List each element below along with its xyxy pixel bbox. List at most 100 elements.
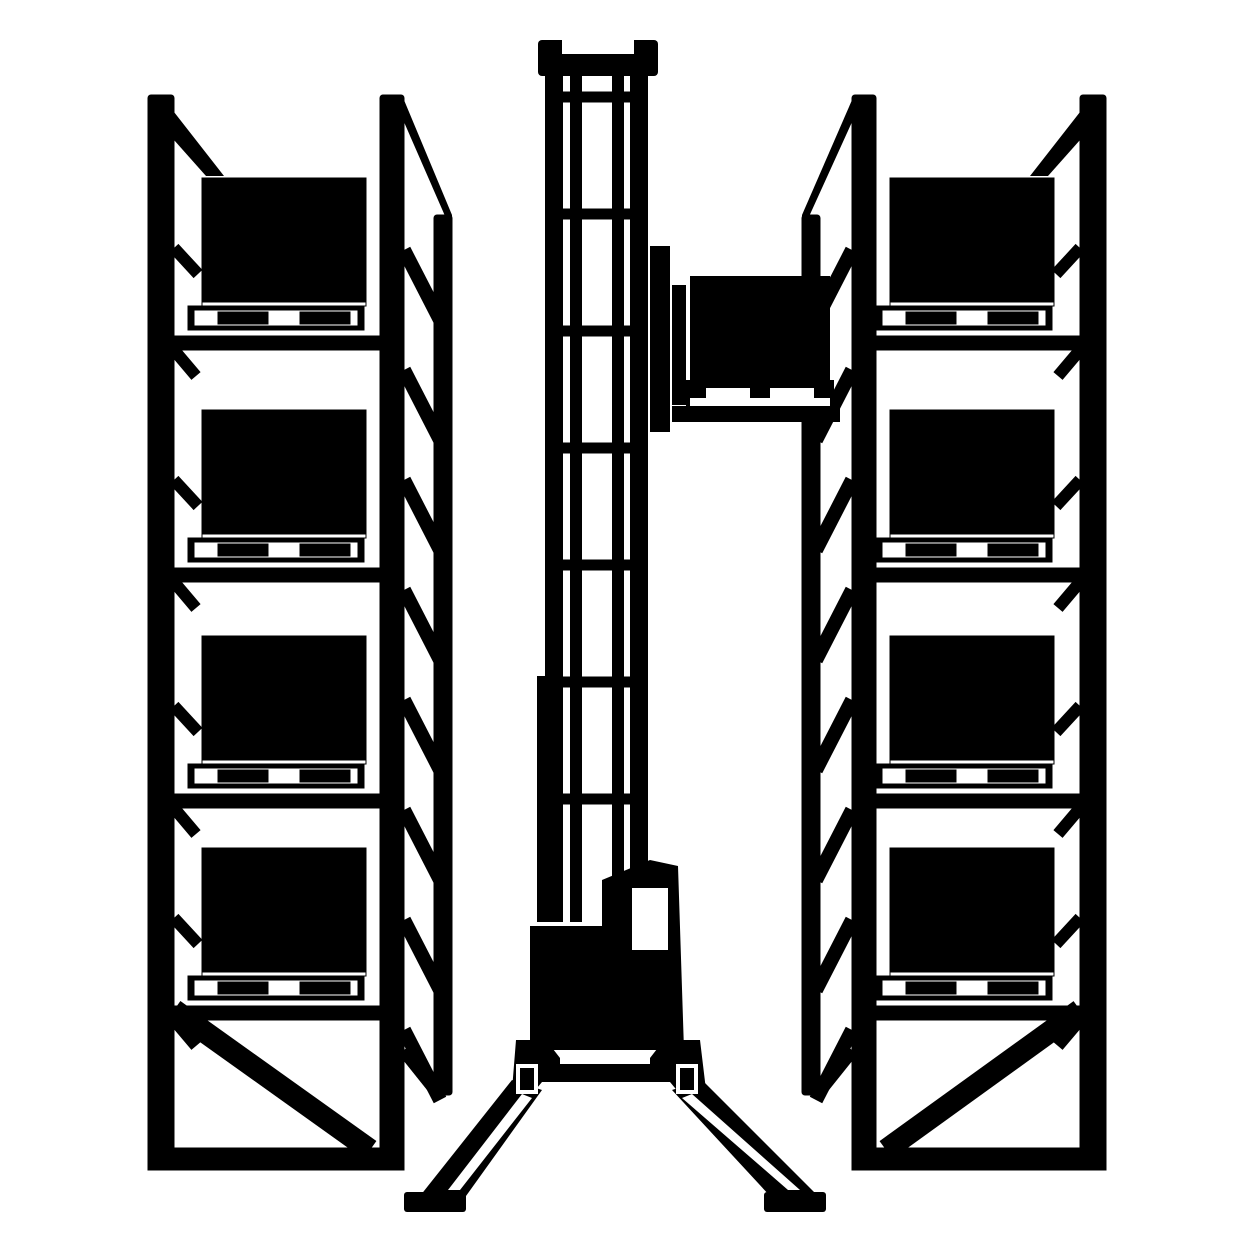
right-rack-lattice-brace-3 <box>809 476 859 554</box>
right-foot-pad <box>764 1192 826 1212</box>
mast-rungs <box>562 91 631 805</box>
right-rack-shelf-brace-4 <box>1053 1016 1085 1050</box>
right-rack-lattice-brace-5 <box>809 696 859 774</box>
left-wheel <box>520 1068 534 1090</box>
fork-tine <box>672 406 840 422</box>
left-rack-side-lattice <box>397 246 447 1104</box>
left-rack-box-1 <box>201 177 367 305</box>
right-rack-box-1 <box>889 177 1055 305</box>
right-rack-pallet-slat-4-2 <box>987 981 1039 995</box>
cab-top-edge <box>530 922 602 926</box>
left-rack-pallet-slat-2-1 <box>217 543 269 557</box>
right-rack-lattice-brace-4 <box>809 586 859 664</box>
left-rack-box-4 <box>201 847 367 975</box>
left-rack-lattice-brace-2 <box>397 366 447 444</box>
left-foot-pad <box>404 1192 466 1212</box>
left-rack-top-side-rail <box>404 100 452 232</box>
left-rack-lattice-brace-5 <box>397 696 447 774</box>
left-rack-shelf-brace-2 <box>169 578 201 612</box>
left-rack-pallet-slat-1-1 <box>217 311 269 325</box>
left-rack-bottom-diagonal-brace <box>167 1001 377 1159</box>
left-rack-shelf-brace-3 <box>169 804 201 838</box>
left-rack-lattice-brace-4 <box>397 586 447 664</box>
right-outrigger-inner-stripe <box>682 1094 800 1190</box>
right-rack-box-brace-3 <box>1051 701 1085 737</box>
right-rack-shelves <box>875 177 1085 1050</box>
right-rack-box-brace-2 <box>1051 475 1085 511</box>
narrow-aisle-forklift <box>404 40 840 1212</box>
mast-hydraulic-cylinder <box>537 676 547 926</box>
left-rack-box-edge-2 <box>201 533 367 539</box>
right-rack-pallet-slat-2-1 <box>905 543 957 557</box>
right-rack-box-brace-4 <box>1051 913 1085 949</box>
left-rack-front-upright <box>147 94 175 1171</box>
left-rack-box-brace-3 <box>169 701 203 737</box>
right-rack-pallet-slat-4-1 <box>905 981 957 995</box>
mast-inner-rail-right <box>612 60 624 930</box>
right-rack-box-edge-1 <box>889 301 1055 307</box>
carried-pallet-slot-right <box>770 388 814 398</box>
mast-rung-2 <box>562 208 631 220</box>
right-rack-box-brace-1 <box>1051 243 1085 279</box>
left-rack-box-brace-1 <box>169 243 203 279</box>
right-rack-lattice-brace-6 <box>809 806 859 884</box>
right-rack-box-edge-2 <box>889 533 1055 539</box>
left-rack-box-3 <box>201 635 367 763</box>
left-rack-shelf-beam-3 <box>173 793 381 809</box>
left-rack-box-2 <box>201 409 367 537</box>
chassis-inner-line <box>560 1058 650 1064</box>
forklift-chassis <box>512 1040 706 1094</box>
left-rack-lattice-brace-1 <box>397 246 447 324</box>
right-rack-shelf-brace-2 <box>1053 578 1085 612</box>
right-rack-top-brace <box>1030 112 1080 176</box>
mast-rung-4 <box>562 442 631 454</box>
left-rack-lattice-base-brace <box>398 1045 446 1100</box>
mast-outer-rail-right <box>630 60 648 930</box>
right-rack-shelf-beam-4 <box>875 1005 1083 1021</box>
left-rack-box-edge-4 <box>201 971 367 977</box>
right-rack-top-side-rail <box>802 100 852 232</box>
carried-pallet-slot-left <box>706 388 750 398</box>
left-rack-shelf-beam-2 <box>173 567 381 583</box>
right-rack-lattice-brace-7 <box>809 916 859 994</box>
left-rack-shelf-brace-4 <box>169 1016 201 1050</box>
mast-outer-rail-left <box>545 60 563 930</box>
right-rack-shelf-brace-1 <box>1053 346 1085 380</box>
right-rack-pallet-slat-1-1 <box>905 311 957 325</box>
right-rack-lattice-base-brace <box>810 1045 858 1100</box>
fork-carriage <box>650 246 670 432</box>
mast-top-cap-notch <box>562 40 634 54</box>
right-rack-shelf-beam-1 <box>875 335 1083 351</box>
left-rack-pallet-slat-3-1 <box>217 769 269 783</box>
left-rack-lattice-brace-6 <box>397 806 447 884</box>
left-rack-base-beam <box>147 1147 405 1171</box>
left-rack-top-brace <box>174 112 224 176</box>
left-rack-box-brace-4 <box>169 913 203 949</box>
right-rack-box-3 <box>889 635 1055 763</box>
right-rack-front-upright <box>1079 94 1107 1171</box>
cab-window-frame <box>626 880 674 886</box>
left-rack-shelves <box>169 177 381 1050</box>
left-rack-pallet-slat-2-2 <box>299 543 351 557</box>
left-rack-pallet-slat-3-2 <box>299 769 351 783</box>
right-wheel <box>680 1068 694 1090</box>
mast-rung-1 <box>562 91 631 103</box>
left-rack-pallet-slat-4-2 <box>299 981 351 995</box>
mast-rung-5 <box>562 559 631 571</box>
left-rack-lattice-brace-3 <box>397 476 447 554</box>
right-rack-pallet-slat-3-1 <box>905 769 957 783</box>
left-rack-shelf-beam-4 <box>173 1005 381 1021</box>
left-rack-box-brace-2 <box>169 475 203 511</box>
cab-window <box>632 888 668 950</box>
right-rack-base-beam <box>851 1147 1107 1171</box>
mast-rung-6 <box>562 676 631 688</box>
right-rack-shelf-beam-2 <box>875 567 1083 583</box>
right-rack-box-4 <box>889 847 1055 975</box>
right-rack-pallet-slat-3-2 <box>987 769 1039 783</box>
left-rack-shelf-brace-1 <box>169 346 201 380</box>
right-rack-shelf-brace-3 <box>1053 804 1085 838</box>
left-rack-shelf-beam-1 <box>173 335 381 351</box>
mast-rung-3 <box>562 325 631 337</box>
right-rack-box-edge-4 <box>889 971 1055 977</box>
